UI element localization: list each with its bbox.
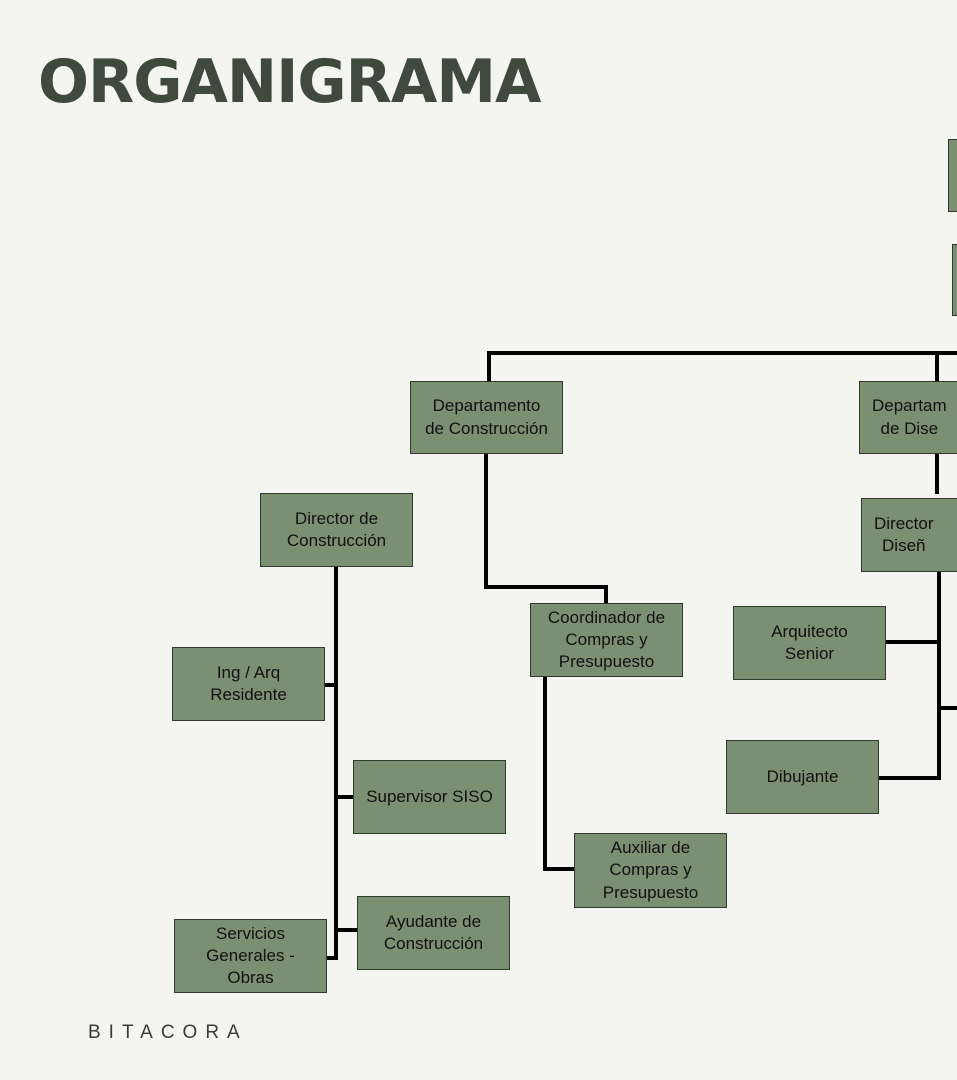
top-secondary-box	[952, 244, 957, 316]
director-diseno-box: Director Diseñ	[861, 498, 957, 572]
dibujante-label: Dibujante	[766, 766, 839, 786]
supervisor-siso-box: Supervisor SISO	[353, 760, 506, 834]
top-bus-line	[487, 351, 957, 382]
director-construccion-label: Director de Construcción	[286, 508, 387, 550]
director-construccion-box: Director de Construcción	[260, 493, 413, 567]
coord-compras-label: Coordinador de Compras y Presupuesto	[547, 607, 666, 672]
servicios-generales-label: Servicios Generales - Obras	[206, 923, 295, 988]
ayudante-construccion-label: Ayudante de Construcción	[383, 911, 484, 953]
coord-to-auxiliar-line	[543, 675, 577, 871]
construccion-to-coord-line	[484, 453, 608, 606]
brand-footer: BITACORA	[88, 1022, 248, 1043]
dibujante-box: Dibujante	[726, 740, 879, 814]
auxiliar-compras-label: Auxiliar de Compras y Presupuesto	[602, 838, 699, 902]
page-title: ORGANIGRAMA	[38, 47, 541, 117]
ing-arq-residente-box: Ing / Arq Residente	[172, 647, 325, 721]
top-executive-box: A	[948, 139, 957, 212]
dept-construccion-label: Departamento de Construcción	[425, 396, 548, 438]
coord-compras-box: Coordinador de Compras y Presupuesto	[530, 603, 683, 677]
dept-construccion-box: Departamento de Construcción	[410, 381, 563, 454]
ing-arq-residente-label: Ing / Arq Residente	[210, 662, 287, 704]
supervisor-siso-label: Supervisor SISO	[366, 786, 493, 806]
dept-diseno-box: Departam de Dise	[859, 381, 957, 454]
servicios-generales-box: Servicios Generales - Obras	[174, 919, 327, 993]
dept-diseno-label: Departam de Dise	[872, 396, 947, 438]
ayudante-construccion-box: Ayudante de Construcción	[357, 896, 510, 970]
director-diseno-label: Director Diseñ	[874, 513, 934, 555]
auxiliar-compras-box: Auxiliar de Compras y Presupuesto	[574, 833, 727, 908]
arquitecto-senior-label: Arquitecto Senior	[771, 621, 848, 663]
arquitecto-senior-box: Arquitecto Senior	[733, 606, 886, 680]
